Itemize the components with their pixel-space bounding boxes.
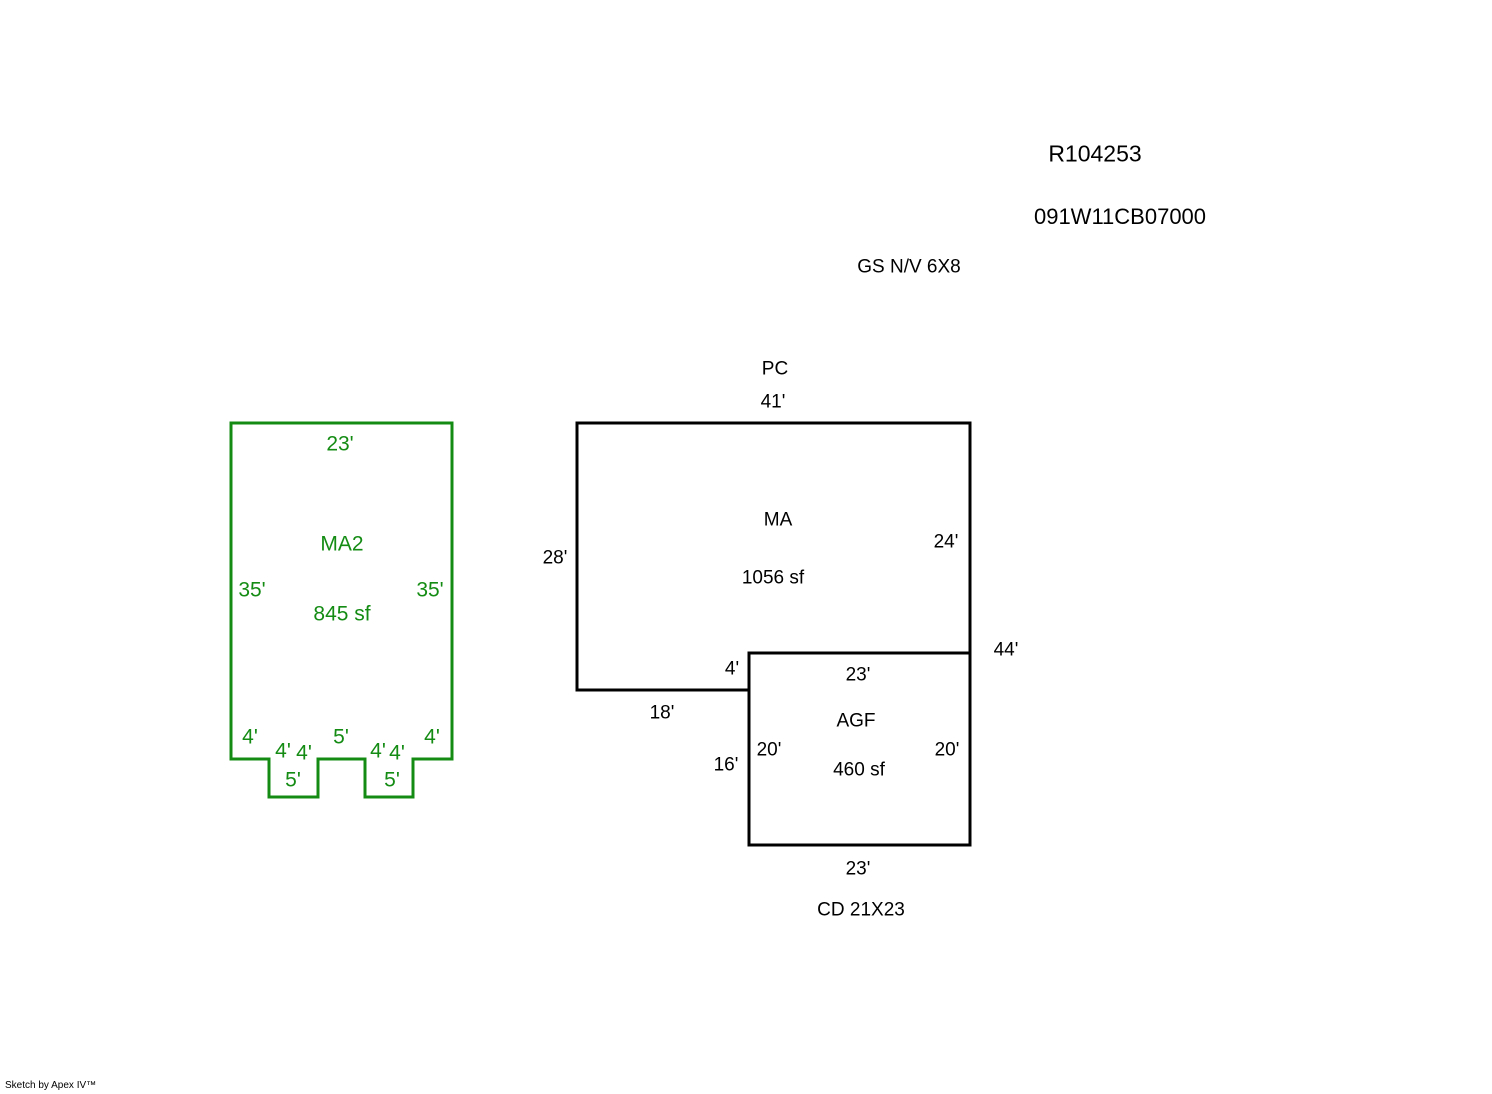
ma2-left-dimension: 35' (238, 578, 266, 602)
ma-name-label: MA (763, 509, 793, 531)
ma2-outline (229, 421, 454, 799)
gs-note: GS N/V 6X8 (857, 256, 961, 278)
ma-bottom-dimension: 18' (649, 702, 675, 724)
agf-bottom-note: CD 21X23 (817, 899, 905, 921)
sketch-credit: Sketch by Apex IV™ (5, 1080, 97, 1091)
agf-top-dimension: 23' (845, 664, 871, 686)
agf-right-dimension: 20' (934, 739, 960, 761)
ma2-name-label: MA2 (320, 532, 364, 556)
ma2-bottom-middle-dimension: 5' (333, 725, 349, 749)
ma2-top-dimension: 23' (326, 432, 354, 456)
agf-area-label: 460 sf (833, 759, 885, 781)
agf-left-dimension: 20' (756, 739, 782, 761)
ma-left-dimension: 28' (542, 547, 568, 569)
agf-name-label: AGF (836, 710, 876, 732)
ma-top-note: PC (761, 358, 789, 380)
ma2-area-label: 845 sf (313, 602, 371, 626)
ma2-bump1-left-dimension: 4' (275, 739, 291, 763)
ma-area-label: 1056 sf (741, 567, 805, 589)
ma2-bump2-right-dimension: 4' (389, 741, 405, 765)
agf-outer-left-dimension: 16' (713, 754, 739, 776)
ma2-bottom-right-dimension: 4' (424, 725, 440, 749)
ma-right-total-dimension: 44' (993, 639, 1019, 661)
ma-right-dimension: 24' (933, 531, 959, 553)
parcel-number: 091W11CB07000 (1033, 204, 1207, 229)
ma2-right-dimension: 35' (416, 578, 444, 602)
record-id: R104253 (1048, 140, 1142, 167)
ma-outline (575, 421, 972, 692)
agf-outline (747, 651, 972, 847)
ma2-bottom-left-dimension: 4' (242, 725, 258, 749)
ma2-bump1-right-dimension: 4' (296, 741, 312, 765)
agf-bottom-dimension: 23' (845, 858, 871, 880)
ma2-bump2-left-dimension: 4' (370, 739, 386, 763)
ma-step-dimension: 4' (724, 658, 740, 680)
ma2-bump1-bottom-dimension: 5' (285, 768, 301, 792)
ma2-bump2-bottom-dimension: 5' (384, 768, 400, 792)
ma-top-dimension: 41' (760, 391, 786, 413)
